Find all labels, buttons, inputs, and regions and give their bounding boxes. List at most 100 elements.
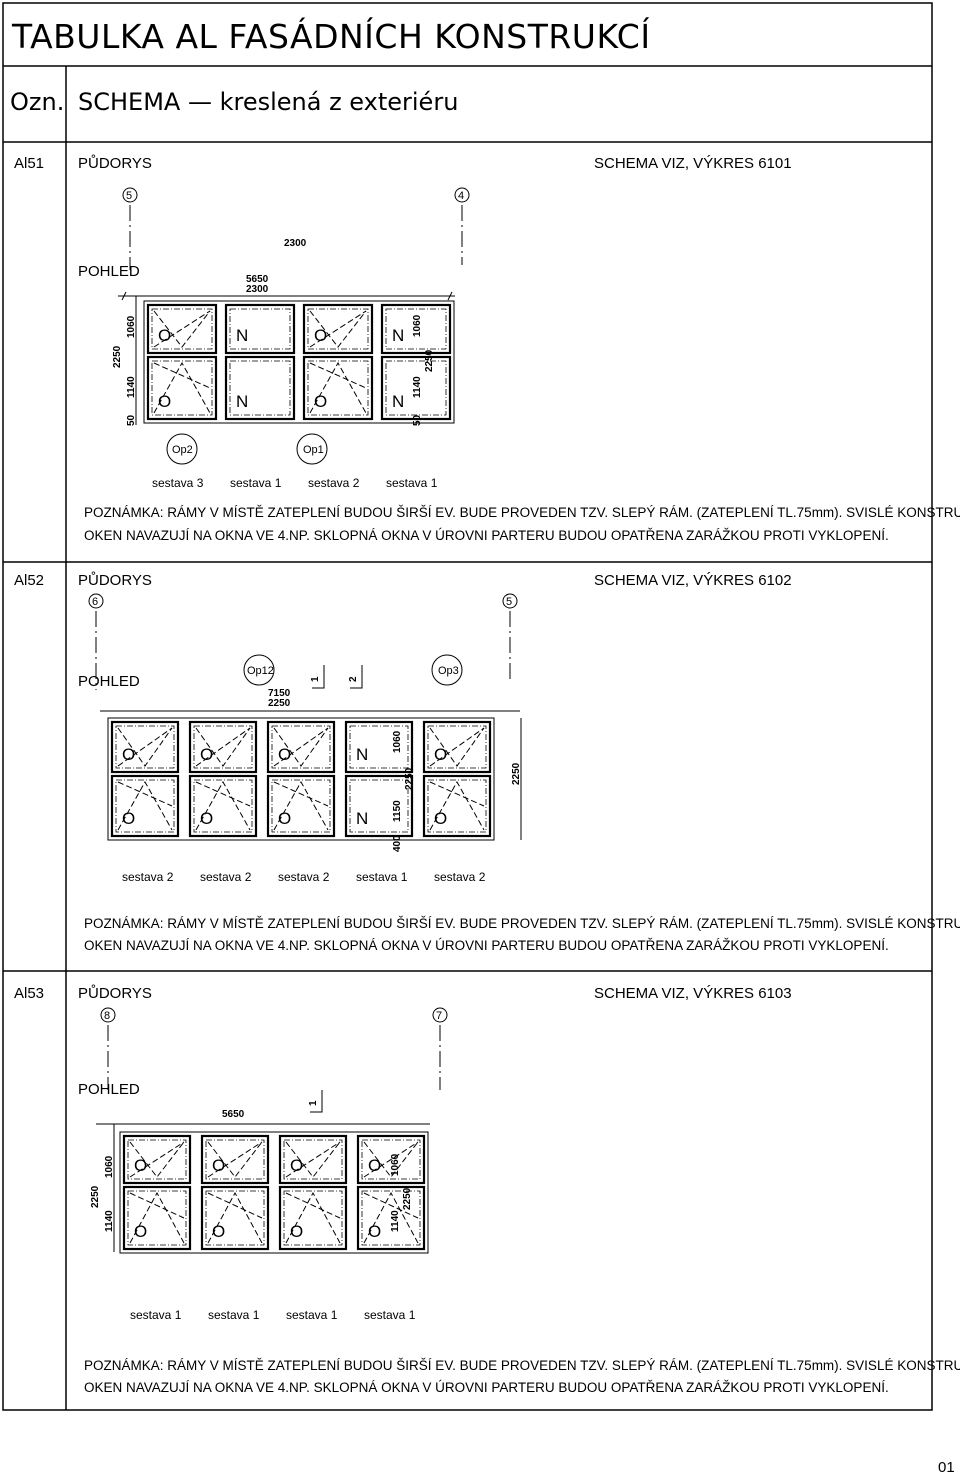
sestava-label: sestava 1 bbox=[364, 1308, 416, 1322]
window-type-label: N bbox=[392, 392, 404, 411]
svg-text:1060: 1060 bbox=[392, 730, 403, 753]
al51-code: Al51 bbox=[14, 155, 44, 172]
sestava-label: sestava 1 bbox=[286, 1308, 338, 1322]
al53-schema-ref: SCHEMA VIZ, VÝKRES 6103 bbox=[594, 985, 792, 1002]
window-pane: O bbox=[188, 774, 258, 838]
al51-pudorys-label: PŮDORYS bbox=[78, 154, 152, 172]
window-pane: O bbox=[278, 1134, 348, 1185]
window-pane: O bbox=[302, 303, 374, 355]
window-pane: O bbox=[146, 355, 218, 421]
al51-tag-op2 bbox=[166, 433, 198, 465]
window-pane: O bbox=[146, 303, 218, 355]
window-type-label: O bbox=[368, 1222, 381, 1241]
window-type-label: O bbox=[278, 745, 291, 764]
svg-text:50: 50 bbox=[126, 414, 137, 426]
window-type-label: N bbox=[356, 745, 368, 764]
svg-text:5650: 5650 bbox=[246, 274, 269, 285]
svg-text:1140: 1140 bbox=[390, 1210, 401, 1232]
al52-pohled-label: POHLED bbox=[78, 673, 140, 690]
window-type-label: O bbox=[314, 326, 327, 345]
al52-schema-ref: SCHEMA VIZ, VÝKRES 6102 bbox=[594, 572, 792, 589]
svg-text:1150: 1150 bbox=[392, 800, 403, 822]
svg-text:2: 2 bbox=[348, 676, 359, 682]
sestava-label: sestava 1 bbox=[356, 870, 408, 884]
window-pane: O bbox=[188, 720, 258, 774]
svg-text:2300: 2300 bbox=[246, 284, 269, 295]
window-type-label: O bbox=[212, 1156, 225, 1175]
svg-text:7: 7 bbox=[436, 1010, 442, 1022]
svg-text:2250: 2250 bbox=[112, 345, 123, 368]
sestava-label: sestava 2 bbox=[278, 870, 330, 884]
svg-text:7150: 7150 bbox=[268, 688, 291, 699]
window-type-label: O bbox=[314, 392, 327, 411]
sestava-label: sestava 1 bbox=[230, 476, 282, 490]
svg-text:1140: 1140 bbox=[412, 376, 423, 398]
sestava-label: sestava 1 bbox=[386, 476, 438, 490]
al51-pohled-label: POHLED bbox=[78, 263, 140, 280]
window-pane: O bbox=[422, 774, 492, 838]
svg-text:1: 1 bbox=[310, 676, 321, 682]
svg-text:2250: 2250 bbox=[511, 762, 522, 785]
sestava-label: sestava 1 bbox=[208, 1308, 260, 1322]
al52-note-line1: POZNÁMKA: RÁMY V MÍSTĚ ZATEPLENÍ BUDOU Š… bbox=[84, 916, 960, 931]
window-type-label: O bbox=[200, 809, 213, 828]
window-pane: O bbox=[266, 774, 336, 838]
window-pane: N bbox=[344, 720, 414, 774]
sestava-label: sestava 2 bbox=[122, 870, 174, 884]
svg-text:Op12: Op12 bbox=[247, 665, 274, 677]
column-header-ozn: Ozn. bbox=[10, 88, 64, 116]
section-al52: Al52 PŮDORYS SCHEMA VIZ, VÝKRES 6102 POH… bbox=[14, 571, 960, 953]
sestava-label: sestava 2 bbox=[200, 870, 252, 884]
window-type-label: N bbox=[236, 392, 248, 411]
window-pane: O bbox=[110, 774, 180, 838]
sestava-label: sestava 3 bbox=[152, 476, 204, 490]
svg-text:Op3: Op3 bbox=[438, 665, 459, 677]
window-pane: N bbox=[380, 355, 452, 421]
grid-bubble-6 bbox=[88, 593, 104, 609]
window-type-label: O bbox=[122, 745, 135, 764]
window-pane: O bbox=[422, 720, 492, 774]
al51-facade: O O N N O O N N bbox=[143, 300, 455, 424]
grid-bubble-4 bbox=[454, 187, 470, 203]
svg-text:8: 8 bbox=[104, 1010, 110, 1022]
svg-text:Op1: Op1 bbox=[303, 444, 324, 456]
svg-text:1060: 1060 bbox=[126, 315, 137, 338]
svg-text:1140: 1140 bbox=[104, 1210, 115, 1232]
window-pane: O bbox=[122, 1185, 192, 1251]
svg-text:5: 5 bbox=[506, 596, 512, 608]
window-pane: O bbox=[356, 1134, 426, 1185]
window-type-label: O bbox=[200, 745, 213, 764]
window-pane: N bbox=[224, 355, 296, 421]
window-type-label: O bbox=[158, 392, 171, 411]
sestava-label: sestava 1 bbox=[130, 1308, 182, 1322]
al51-note-line1: POZNÁMKA: RÁMY V MÍSTĚ ZATEPLENÍ BUDOU Š… bbox=[84, 505, 960, 520]
grid-bubble-8 bbox=[100, 1007, 116, 1023]
window-type-label: O bbox=[134, 1222, 147, 1241]
window-type-label: N bbox=[356, 809, 368, 828]
svg-text:Op2: Op2 bbox=[172, 444, 193, 456]
window-type-label: O bbox=[158, 326, 171, 345]
window-type-label: O bbox=[290, 1156, 303, 1175]
svg-text:2250: 2250 bbox=[402, 1187, 413, 1210]
window-type-label: O bbox=[434, 745, 447, 764]
al53-note-line2: OKEN NAVAZUJÍ NA OKNA VE 4.NP. SKLOPNÁ O… bbox=[84, 1380, 889, 1395]
window-type-label: N bbox=[236, 326, 248, 345]
al51-note-line2: OKEN NAVAZUJÍ NA OKNA VE 4.NP. SKLOPNÁ O… bbox=[84, 528, 889, 543]
svg-text:5: 5 bbox=[126, 190, 132, 202]
al52-code: Al52 bbox=[14, 572, 44, 589]
svg-text:4: 4 bbox=[458, 190, 464, 202]
svg-text:5650: 5650 bbox=[222, 1109, 245, 1120]
svg-text:1060: 1060 bbox=[390, 1153, 401, 1176]
al53-pudorys-label: PŮDORYS bbox=[78, 984, 152, 1002]
table-frame bbox=[2, 2, 933, 1411]
svg-text:400: 400 bbox=[392, 835, 403, 852]
section-al51: Al51 PŮDORYS SCHEMA VIZ, VÝKRES 6101 POH… bbox=[14, 154, 960, 543]
window-pane: N bbox=[380, 303, 452, 355]
svg-text:1060: 1060 bbox=[104, 1155, 115, 1178]
al53-note-line1: POZNÁMKA: RÁMY V MÍSTĚ ZATEPLENÍ BUDOU Š… bbox=[84, 1358, 960, 1373]
window-type-label: O bbox=[434, 809, 447, 828]
al53-code: Al53 bbox=[14, 985, 44, 1002]
svg-text:2250: 2250 bbox=[268, 698, 291, 709]
